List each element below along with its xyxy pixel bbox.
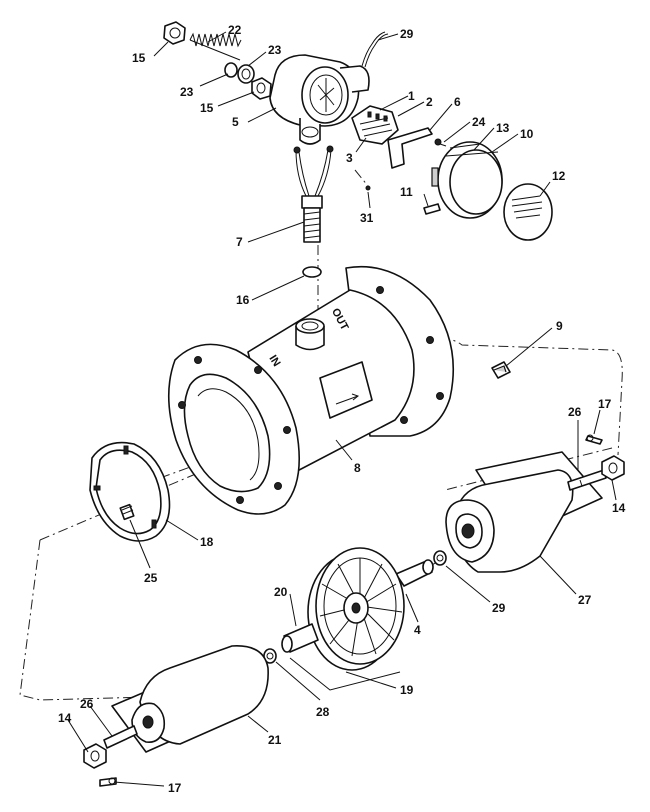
washer-part-27 — [224, 62, 238, 78]
callout-15-top: 15 — [132, 51, 146, 65]
shaft-part-23-right — [567, 469, 607, 491]
callout-24: 27 — [578, 593, 592, 607]
housing-group — [163, 21, 553, 278]
callout-21: 24 — [472, 115, 486, 129]
set-screw-part-22 — [119, 503, 135, 521]
hex-nut-part-15 — [163, 21, 186, 45]
callout-10: 10 — [520, 127, 534, 141]
clip-part-9 — [491, 361, 511, 379]
inlet-marking: IN — [266, 353, 282, 369]
callout-16: 16 — [236, 293, 250, 307]
callout-6: 6 — [454, 95, 461, 109]
callout-7: 7 — [236, 235, 243, 249]
callout-11: 11 — [400, 185, 413, 199]
sleeve-part-20 — [281, 623, 319, 653]
callout-15-mid: 15 — [200, 101, 214, 115]
callout-14-left: 14 — [58, 711, 72, 725]
rotor-part-19 — [307, 547, 405, 671]
callout-19: 19 — [400, 683, 414, 697]
sleeve-part-4 — [395, 559, 434, 587]
callout-4: 4 — [414, 623, 421, 637]
callout-20: 20 — [274, 585, 288, 599]
pickup-part-7 — [293, 145, 334, 243]
flow-body-part-8 — [167, 265, 455, 515]
callout-2: 2 — [426, 95, 433, 109]
callout-12: 12 — [552, 169, 566, 183]
washer-part-29-left — [263, 648, 277, 664]
screw-part-21 — [434, 138, 447, 147]
callout-13: 13 — [496, 121, 510, 135]
retaining-ring-part-18 — [89, 441, 171, 542]
callout-3: 3 — [346, 151, 353, 165]
washer-part-29-right — [433, 550, 447, 566]
name-plate — [319, 361, 373, 419]
bracket-part-6 — [387, 127, 433, 169]
cover-part-10 — [431, 141, 503, 219]
callout-17-left: 17 — [168, 781, 182, 795]
callout-8: 8 — [354, 461, 361, 475]
callout-labels: 15 22 23 23 15 5 29 1 2 3 6 24 13 10 12 … — [58, 23, 626, 795]
callout-31: 31 — [360, 211, 374, 225]
spring-part-26 — [189, 32, 242, 61]
shaft-part-23-left — [103, 725, 138, 749]
callout-26: 22 — [228, 23, 242, 37]
rotor-group-bracket — [289, 657, 401, 691]
nut-part-14-left — [83, 743, 107, 769]
pin-part-17-right — [585, 434, 603, 445]
pin-part-31 — [365, 185, 371, 191]
callout-25: 21 — [268, 733, 282, 747]
callout-29-left: 28 — [316, 705, 330, 719]
o-ring-part-16 — [302, 266, 322, 278]
terminal-block-part-3 — [351, 105, 399, 145]
front-support-part-25 — [111, 645, 269, 753]
screw-part-11 — [423, 203, 441, 215]
callout-28: 23 — [268, 43, 282, 57]
callout-17-right: 17 — [598, 397, 612, 411]
callout-27: 23 — [180, 85, 194, 99]
pin-part-17-left — [99, 777, 117, 787]
hex-nut-part-15-b — [251, 77, 272, 100]
callout-14-right: 14 — [612, 501, 626, 515]
callout-9: 9 — [556, 319, 563, 333]
callout-1: 1 — [408, 89, 415, 103]
rear-support-part-24 — [445, 451, 603, 573]
callout-29-right: 29 — [492, 601, 506, 615]
callout-23-left: 26 — [80, 697, 94, 711]
callout-18: 18 — [200, 535, 214, 549]
callout-22: 25 — [144, 571, 158, 585]
callout-5: 5 — [232, 115, 239, 129]
callout-23-right: 26 — [568, 405, 582, 419]
ring-part-28 — [237, 64, 255, 84]
label-disc-part-12 — [503, 183, 553, 241]
housing-part-5 — [269, 31, 389, 145]
callout-30: 29 — [400, 27, 414, 41]
nut-part-14-right — [601, 455, 625, 481]
leader-lines — [67, 31, 617, 787]
